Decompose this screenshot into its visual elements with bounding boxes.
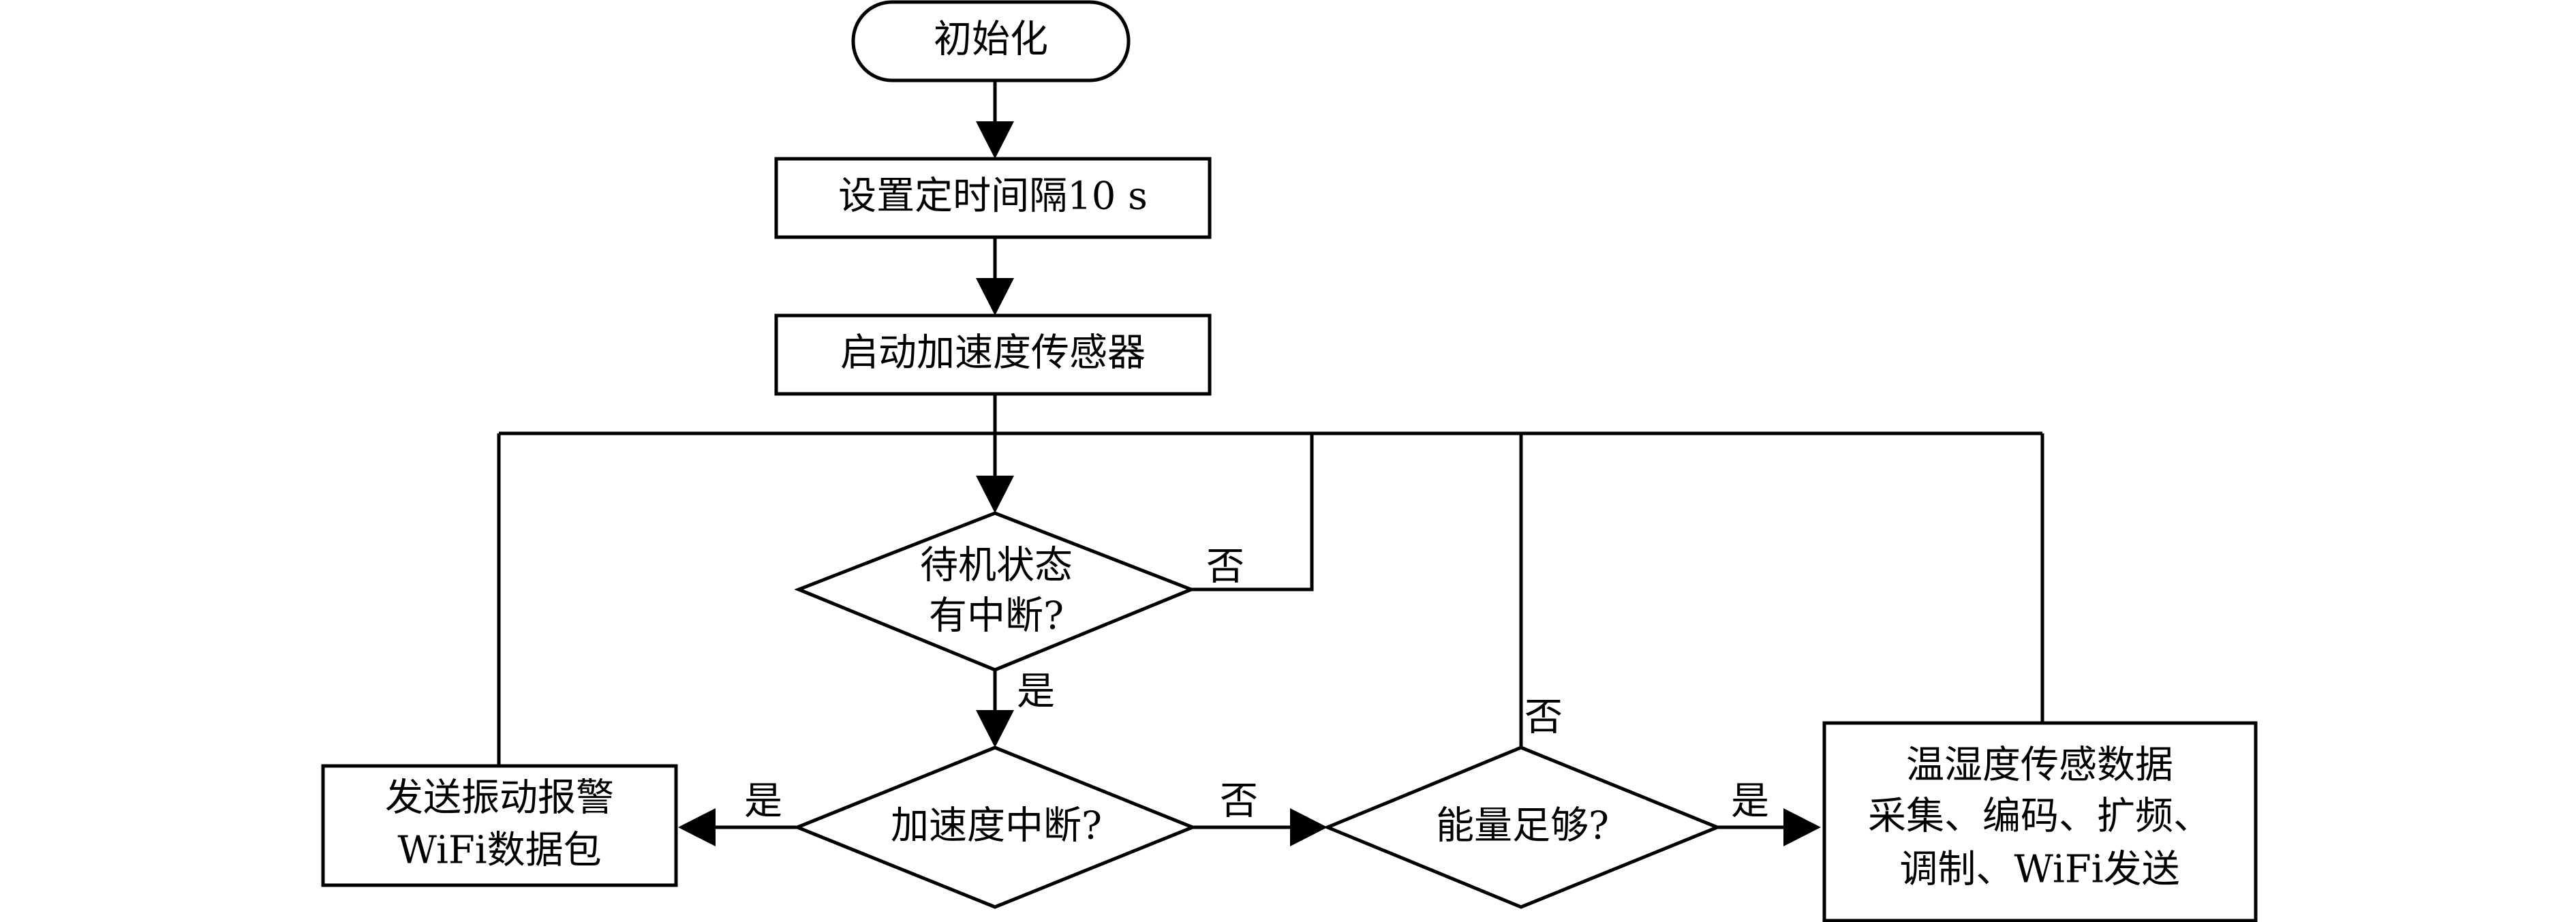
arrowhead-right (1290, 808, 1328, 846)
edge-standby-no-loop (1191, 433, 1314, 591)
arrowhead-down (976, 476, 1014, 513)
process-box (1822, 721, 2258, 922)
arrowhead-left (678, 808, 716, 846)
label-accel-no: 否 (1220, 780, 1258, 824)
arrowhead-down (976, 278, 1014, 316)
arrowhead-right (1783, 808, 1821, 846)
send-alarm-line2: WiFi数据包 (397, 829, 601, 873)
send-alarm-line1: 发送振动报警 (385, 776, 614, 820)
node-start-sensor: 启动加速度传感器 (774, 313, 1212, 396)
humidity-line2: 采集、编码、扩频、 (1868, 795, 2211, 839)
decision-diamond (1323, 746, 1722, 909)
set-interval-label: 设置定时间隔10 s (838, 174, 1148, 219)
connectors (497, 80, 2044, 829)
arrowheads (678, 121, 1821, 846)
init-label: 初始化 (934, 18, 1048, 62)
label-accel-yes: 是 (744, 780, 782, 824)
node-accel-decision: 加速度中断? (793, 746, 1197, 909)
humidity-line3: 调制、WiFi发送 (1899, 848, 2179, 892)
standby-label-line1: 待机状态 (920, 544, 1073, 588)
terminator-shape (851, 0, 1131, 82)
edge-labels: 否 是 是 否 否 是 (744, 545, 1769, 824)
decision-diamond (793, 746, 1197, 909)
accel-label: 加速度中断? (891, 804, 1102, 848)
standby-label-line2: 有中断? (929, 594, 1064, 639)
node-standby-decision: 待机状态 有中断? (794, 511, 1196, 672)
label-standby-yes: 是 (1017, 670, 1055, 714)
node-energy-decision: 能量足够? (1323, 746, 1722, 909)
label-energy-no: 否 (1524, 696, 1563, 740)
label-standby-no: 否 (1206, 545, 1244, 589)
process-box (774, 313, 1212, 396)
process-box (321, 764, 678, 887)
start-sensor-label: 启动加速度传感器 (840, 331, 1146, 375)
arrowhead-down (976, 710, 1014, 748)
node-set-interval: 设置定时间隔10 s (774, 157, 1212, 239)
decision-diamond (794, 511, 1196, 672)
node-humidity: 温湿度传感数据 采集、编码、扩频、 调制、WiFi发送 (1822, 721, 2258, 922)
node-init: 初始化 (851, 0, 1131, 82)
process-box (774, 157, 1212, 239)
label-energy-yes: 是 (1731, 780, 1769, 824)
node-send-alarm: 发送振动报警 WiFi数据包 (321, 764, 678, 887)
energy-label: 能量足够? (1436, 804, 1609, 848)
arrowhead-down (976, 121, 1014, 159)
humidity-line1: 温湿度传感数据 (1906, 743, 2173, 788)
